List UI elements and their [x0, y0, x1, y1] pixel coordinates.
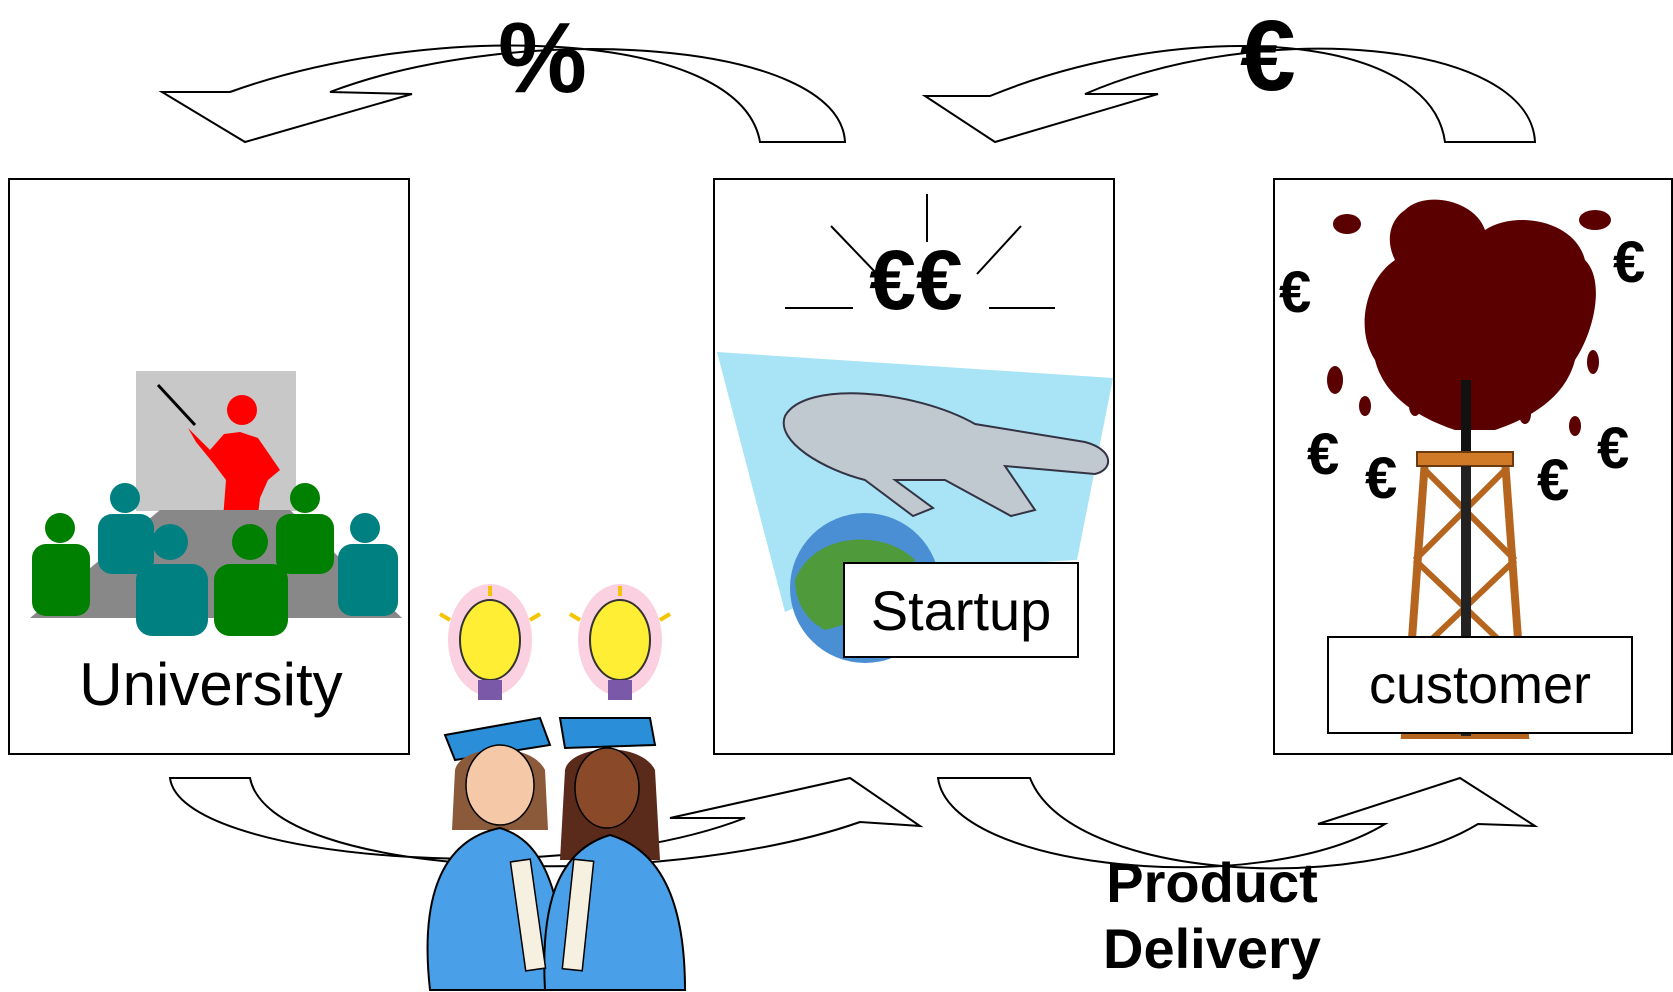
- startup-euro-headline: €€: [869, 233, 963, 327]
- customer-panel: € € € € € € customer: [1273, 178, 1673, 755]
- top-right-arrow: [921, 45, 1537, 144]
- euro-mark: €: [1537, 448, 1570, 513]
- product-delivery-line1: Product: [1106, 851, 1318, 914]
- startup-panel: €€ Startup: [713, 178, 1115, 755]
- oil-derrick-gusher-icon: [1327, 199, 1611, 739]
- euro-mark: €: [1597, 416, 1630, 481]
- university-label: University: [79, 651, 343, 718]
- euro-mark: €: [1307, 422, 1340, 487]
- euro-mark: €: [1279, 260, 1312, 325]
- startup-label: Startup: [843, 562, 1079, 658]
- bottom-right-arrow: [936, 776, 1539, 870]
- top-left-arrow: [158, 44, 847, 144]
- euro-mark: €: [1613, 230, 1646, 295]
- revenue-euro-symbol: €: [1240, 0, 1296, 112]
- customer-label: customer: [1327, 636, 1633, 734]
- royalty-percent-symbol: %: [498, 2, 587, 114]
- lecture-classroom-icon: [30, 371, 402, 636]
- product-delivery-label: Product Delivery: [1052, 850, 1372, 982]
- university-panel: University: [8, 178, 410, 755]
- bottom-left-arrow: [168, 776, 924, 868]
- euro-mark: €: [1365, 446, 1398, 511]
- product-delivery-line2: Delivery: [1103, 917, 1321, 980]
